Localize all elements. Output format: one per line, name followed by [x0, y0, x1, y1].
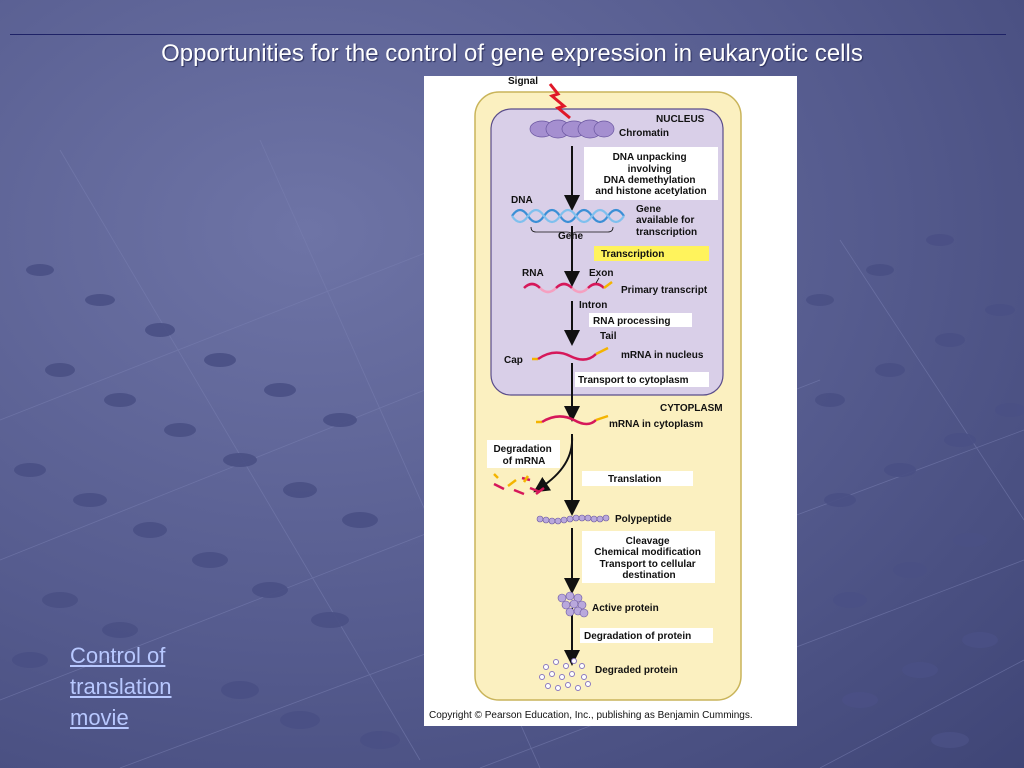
polypeptide-icon: [536, 514, 610, 525]
primary-transcript-label: Primary transcript: [621, 285, 708, 296]
slide-title: Opportunities for the control of gene ex…: [161, 40, 863, 67]
mrna-cytoplasm-icon: [536, 414, 609, 426]
mrna-nucleus-label: mRNA in nucleus: [621, 350, 704, 361]
cap-label: Cap: [504, 355, 523, 366]
dna-label: DNA: [511, 195, 533, 206]
title-rule: [10, 34, 1006, 35]
degraded-protein-label: Degraded protein: [595, 665, 678, 676]
copyright-text: Copyright © Pearson Education, Inc., pub…: [429, 710, 753, 721]
active-protein-label: Active protein: [592, 603, 659, 614]
cleavage-text: Cleavage Chemical modification Transport…: [594, 536, 703, 581]
chromatin-icon: [529, 119, 615, 139]
dna-unpacking-text: DNA unpacking involving DNA demethylatio…: [595, 152, 706, 197]
nucleus-label: NUCLEUS: [656, 114, 705, 125]
mrna-cytoplasm-label: mRNA in cytoplasm: [609, 419, 703, 430]
rna-label: RNA: [522, 268, 544, 279]
signal-bolt-icon: [548, 83, 571, 120]
degradation-mrna-text: Degradation of mRNA: [493, 444, 554, 467]
gene-label: Gene: [558, 231, 583, 242]
tail-label: Tail: [600, 331, 617, 342]
exon-label: Exon: [589, 268, 613, 279]
transport-cytoplasm-label: Transport to cytoplasm: [578, 375, 689, 386]
polypeptide-label: Polypeptide: [615, 514, 672, 525]
degraded-mrna-icon: [493, 473, 545, 496]
intron-label: Intron: [579, 300, 607, 311]
chromatin-label: Chromatin: [619, 128, 669, 139]
degradation-protein-label: Degradation of protein: [584, 631, 691, 642]
rna-processing-label: RNA processing: [593, 316, 670, 327]
dna-helix-icon: [511, 208, 625, 224]
gene-available-text: Gene available for transcription: [636, 204, 697, 238]
translation-label: Translation: [608, 474, 661, 485]
primary-transcript-icon: [523, 281, 613, 294]
mrna-nucleus-icon: [532, 346, 609, 361]
control-of-translation-movie-link[interactable]: Control of translation movie: [70, 643, 172, 730]
transcription-label: Transcription: [601, 249, 664, 260]
degraded-protein-icon: [539, 658, 591, 691]
active-protein-icon: [557, 591, 589, 618]
signal-label: Signal: [508, 76, 538, 87]
gene-expression-figure: Signal NUCLEUS Chromatin DNA unpacking i…: [424, 76, 797, 726]
cytoplasm-label: CYTOPLASM: [660, 403, 723, 414]
